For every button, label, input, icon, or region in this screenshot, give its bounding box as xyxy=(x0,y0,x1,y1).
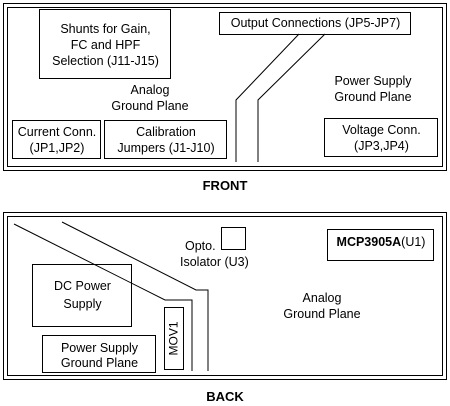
mcp3905a-box xyxy=(327,229,434,261)
back-board-outline xyxy=(3,212,447,380)
back-power-gp-line-1: Power Supply xyxy=(60,341,139,355)
shunts-label-line-1: Shunts for Gain, xyxy=(60,22,151,36)
opto-label-line-2: Isolator (U3) xyxy=(180,255,249,269)
calibration-line-2: Jumpers (J1-J10) xyxy=(117,141,215,155)
output-connections-box xyxy=(219,12,411,35)
opto-isolator-box xyxy=(221,227,246,250)
back-plane-divider-outer xyxy=(13,223,193,371)
shunts-box xyxy=(39,9,171,79)
voltage-conn-line-1: Voltage Conn. xyxy=(342,123,421,137)
front-power-gp-line-1: Power Supply xyxy=(334,74,412,88)
mov1-box xyxy=(164,307,184,370)
voltage-conn-box xyxy=(324,118,438,157)
output-connections-label: Output Connections (JP5-JP7) xyxy=(230,16,401,30)
front-analog-gp-line-2: Ground Plane xyxy=(111,99,189,113)
front-power-gp-line-2: Ground Plane xyxy=(334,90,412,104)
calibration-line-1: Calibration xyxy=(136,125,196,139)
back-analog-gp-line-2: Ground Plane xyxy=(283,307,361,321)
front-caption: FRONT xyxy=(202,178,248,193)
back-analog-gp-label: Analog Ground Plane xyxy=(262,290,382,322)
back-power-gp-line-2: Ground Plane xyxy=(60,356,139,370)
current-conn-line-1: Current Conn. xyxy=(17,125,97,139)
mov1-label: MOV1 xyxy=(166,321,181,356)
mcp3905a-ref: (U1) xyxy=(401,235,426,249)
calibration-box xyxy=(104,120,227,159)
current-conn-box xyxy=(12,120,101,159)
current-conn-label: Current Conn. (JP1,JP2) xyxy=(13,124,101,156)
dc-power-supply-box xyxy=(32,264,132,327)
opto-isolator-label: Opto. Isolator (U3) xyxy=(180,238,260,270)
front-board-inner-outline xyxy=(7,7,443,167)
shunts-label-line-3: Selection (J11-J15) xyxy=(52,54,159,68)
front-analog-gp-label: Analog Ground Plane xyxy=(80,82,220,114)
dc-power-line-2: Supply xyxy=(63,297,102,311)
front-plane-divider-right xyxy=(257,33,326,162)
back-power-gp-box xyxy=(42,335,156,373)
back-caption: BACK xyxy=(206,389,244,404)
back-plane-divider-inner xyxy=(61,221,209,371)
back-power-gp-label: Power Supply Ground Plane xyxy=(43,341,156,371)
opto-label-line-1: Opto. xyxy=(185,239,216,253)
front-power-gp-label: Power Supply Ground Plane xyxy=(318,73,428,105)
shunts-label-line-2: FC and HPF xyxy=(70,38,141,52)
back-board-inner-outline xyxy=(7,216,443,376)
voltage-conn-label: Voltage Conn. (JP3,JP4) xyxy=(325,122,438,154)
voltage-conn-line-2: (JP3,JP4) xyxy=(354,139,409,153)
back-analog-gp-line-1: Analog xyxy=(302,291,342,305)
front-board-outline xyxy=(3,3,447,171)
dc-power-supply-label: DC Power Supply xyxy=(33,277,132,313)
current-conn-line-2: (JP1,JP2) xyxy=(29,141,85,155)
dc-power-line-1: DC Power xyxy=(54,279,111,293)
front-plane-divider-left xyxy=(235,33,300,162)
mcp3905a-label: MCP3905A(U1) xyxy=(328,235,434,250)
calibration-label: Calibration Jumpers (J1-J10) xyxy=(105,124,227,156)
front-analog-gp-line-1: Analog xyxy=(130,83,170,97)
mcp3905a-part: MCP3905A xyxy=(336,235,402,249)
shunts-label: Shunts for Gain, FC and HPF Selection (J… xyxy=(40,21,171,69)
